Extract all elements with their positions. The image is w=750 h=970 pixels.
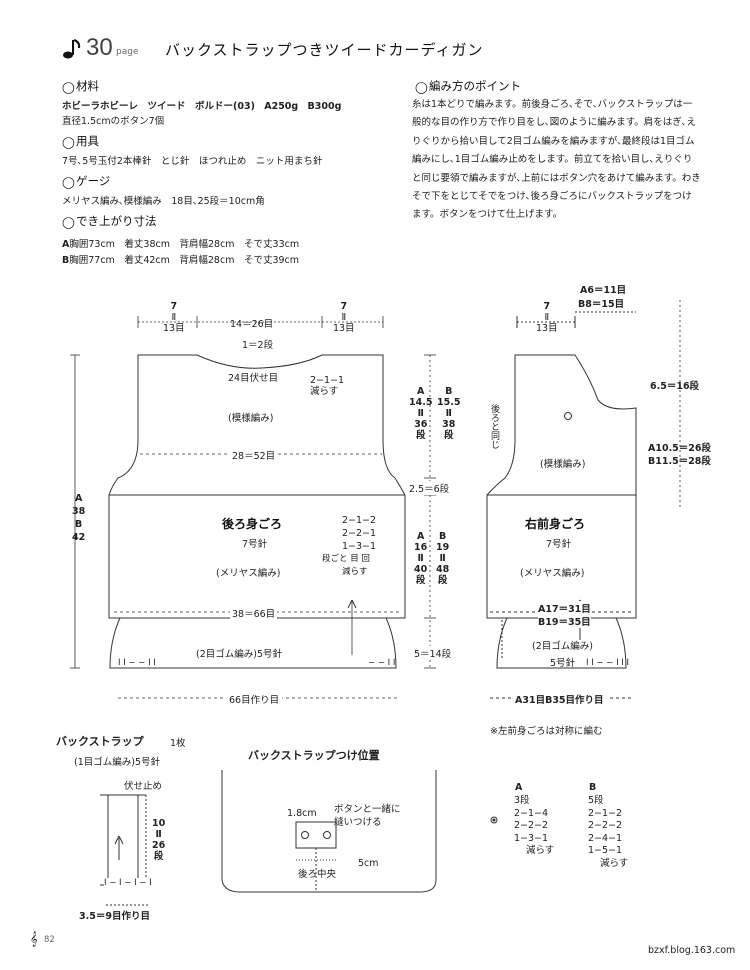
placement-size: 1.8cm bbox=[287, 808, 317, 819]
sleeve-table-mark bbox=[490, 816, 498, 824]
back-rib-marks-right: − − I I bbox=[368, 658, 396, 668]
front-a6: A6＝11目 bbox=[580, 285, 627, 296]
back-needle: 7号針 bbox=[242, 539, 268, 550]
tools-text: 7号､5号玉付2本棒針 とじ針 ほつれ止め ニット用まち針 bbox=[62, 156, 323, 167]
front-same-as-back: 後ろと同じ bbox=[489, 404, 499, 449]
front-a10: A10.5＝26段 bbox=[648, 443, 712, 454]
buttons-line: 直径1.5cmのボタン7個 bbox=[62, 116, 165, 127]
sleeve-col-b: B bbox=[589, 782, 597, 793]
apple-bullet-icon: ◯ bbox=[415, 80, 428, 94]
strap-bindoff: 伏せ止め bbox=[124, 781, 163, 792]
button-mark-left bbox=[301, 831, 309, 839]
placement-title: バックストラップつけ位置 bbox=[248, 749, 380, 762]
placement-sew-note: ボタンと一緒に縫いつける bbox=[334, 804, 401, 828]
front-neck-rows: 6.5＝16段 bbox=[650, 381, 700, 392]
page-title: バックストラップつきツイードカーディガン bbox=[165, 41, 484, 59]
sleeve-b-list: 5段 2−1−2 2−2−2 2−4−1 1−5−1 減らす bbox=[588, 795, 629, 869]
gauge-heading: ◯ゲージ bbox=[62, 174, 111, 189]
placement-outline bbox=[221, 770, 437, 893]
buttonhole-mark bbox=[564, 412, 572, 420]
points-text: 糸は1本どりで編みます。前後身ごろ､そで､バックストラップは一 般的な目の作り方… bbox=[412, 99, 701, 221]
front-title: 右前身ごろ bbox=[525, 517, 586, 531]
back-rib-label: (2目ゴム編み)5号針 bbox=[196, 649, 283, 660]
back-decrease-legend: 段ごと 目 回減らす bbox=[322, 554, 370, 577]
strap-count: 1枚 bbox=[170, 738, 186, 749]
points-heading: ◯編み方のポイント bbox=[415, 79, 521, 94]
apple-bullet-icon: ◯ bbox=[62, 175, 75, 189]
apple-bullet-icon: ◯ bbox=[62, 80, 75, 94]
back-stitch-label: (メリヤス編み) bbox=[216, 568, 281, 579]
size-b: B胸囲77cm 着丈42cm 背肩幅28cm そで丈39cm bbox=[62, 255, 300, 266]
placement-center: 後ろ中央 bbox=[298, 869, 337, 880]
front-note: ※左前身ごろは対称に編む bbox=[490, 726, 603, 737]
sleeve-col-a: A bbox=[515, 782, 523, 793]
front-pattern-label: (模様編み) bbox=[540, 459, 586, 470]
materials-heading: ◯材料 bbox=[62, 79, 99, 94]
strap-rib: (1目ゴム編み)5号針 bbox=[74, 757, 161, 768]
back-bottom-width: 38＝66目 bbox=[230, 606, 278, 620]
button-mark-right bbox=[323, 831, 331, 839]
back-neck-bindoff: 24目伏せ目 bbox=[228, 373, 279, 384]
gauge-text: メリヤス編み､模様編み 18目､25段＝10cm角 bbox=[62, 196, 265, 207]
mid-rib-rows: 5＝14段 bbox=[414, 646, 452, 660]
front-b8: B8＝15目 bbox=[578, 299, 625, 310]
front-rib-marks: I I − − I I I bbox=[586, 658, 629, 668]
front-rib-label: (2目ゴム編み) bbox=[532, 641, 593, 652]
placement-offset: 5cm bbox=[358, 858, 379, 869]
front-b19: B19＝35目 bbox=[538, 614, 591, 628]
treble-clef-icon: 𝄞 bbox=[30, 932, 38, 947]
front-cast-on: A31目B35目作り目 bbox=[512, 692, 607, 706]
apple-bullet-icon: ◯ bbox=[62, 215, 75, 229]
front-b11: B11.5＝28段 bbox=[648, 456, 711, 467]
front-a17: A17＝31目 bbox=[538, 601, 591, 615]
back-pattern-label: (模様編み) bbox=[228, 413, 274, 424]
back-body-outline bbox=[108, 354, 406, 669]
materials-line: ホビーラホビーレ ツイード ボルドー(03) A250g B300g bbox=[62, 101, 342, 112]
front-rib-needle: 5号針 bbox=[550, 658, 576, 669]
page-number: 30 bbox=[86, 34, 113, 61]
strap-outline bbox=[100, 794, 148, 906]
back-neck-rows: 1＝2段 bbox=[242, 340, 274, 351]
footer-page-number: 82 bbox=[44, 935, 55, 945]
footer-site: bzxf.blog.163.com bbox=[648, 945, 736, 956]
back-title: 後ろ身ごろ bbox=[222, 517, 283, 531]
strap-rib-marks: I − I − I − I bbox=[104, 878, 152, 888]
strap-width: 3.5＝9目作り目 bbox=[79, 911, 150, 922]
front-stitch-label: (メリヤス編み) bbox=[520, 568, 585, 579]
sizes-heading: ◯でき上がり寸法 bbox=[62, 214, 157, 229]
back-cast-on: 66目作り目 bbox=[226, 692, 283, 706]
back-neck-width: 14＝26目 bbox=[230, 319, 274, 330]
page-word: page bbox=[116, 47, 139, 57]
back-rib-marks-left: I I − − I I bbox=[118, 658, 156, 668]
back-chest-width: 28＝52目 bbox=[230, 448, 278, 462]
apple-bullet-icon: ◯ bbox=[62, 135, 75, 149]
music-note-icon bbox=[62, 38, 84, 64]
sleeve-a-list: 3段 2−1−4 2−2−2 1−3−1 減らす bbox=[514, 795, 555, 856]
size-a: A胸囲73cm 着丈38cm 背肩幅28cm そで丈33cm bbox=[62, 239, 300, 250]
mid-armhole-rows: 2.5＝6段 bbox=[409, 481, 450, 495]
front-needle: 7号針 bbox=[546, 539, 572, 550]
tools-heading: ◯用具 bbox=[62, 134, 99, 149]
strap-title: バックストラップ bbox=[56, 735, 144, 748]
